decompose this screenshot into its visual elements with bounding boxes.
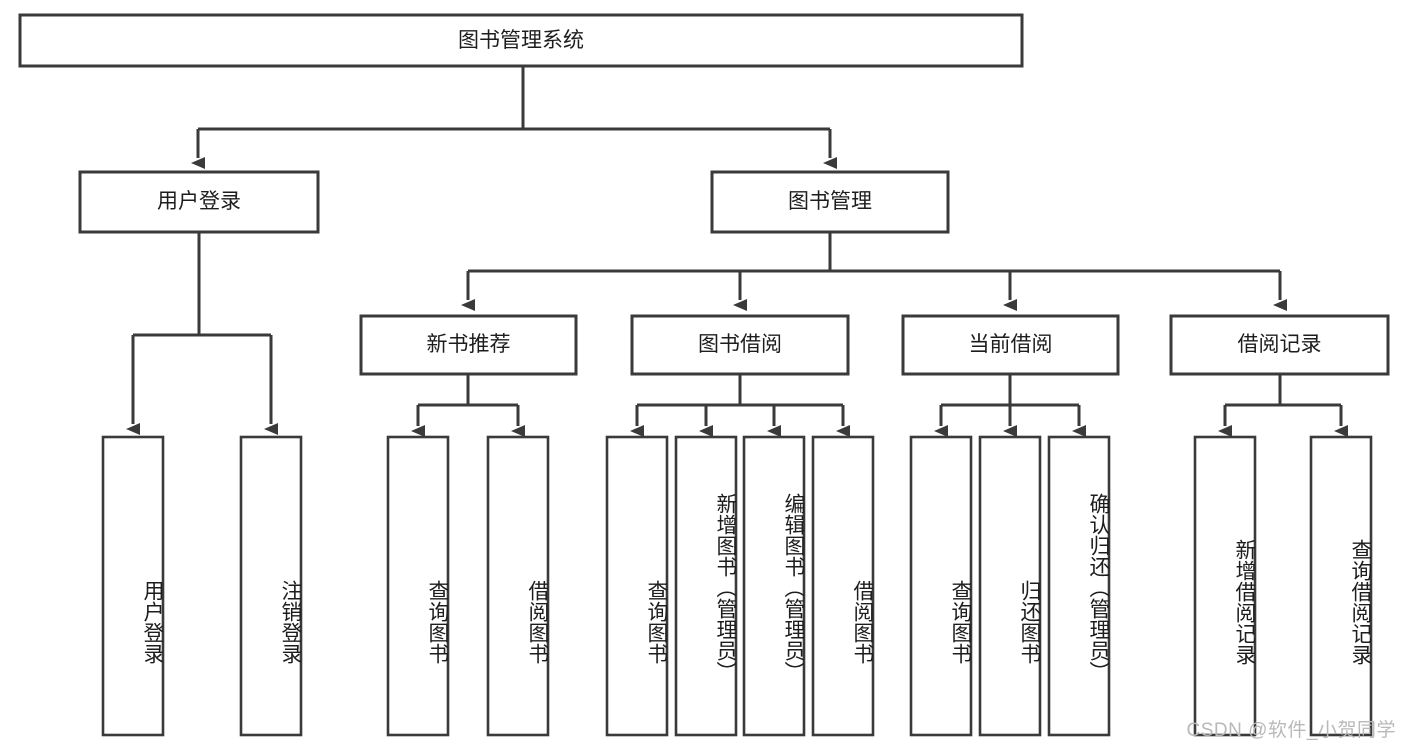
- box-book-manage[interactable]: [710, 170, 950, 234]
- box-leaf-query-book-bb[interactable]: [605, 435, 669, 737]
- watermark-text: CSDN @软件_小贺同学: [1186, 720, 1396, 741]
- box-user-login[interactable]: [78, 170, 320, 234]
- box-leaf-query-book-nbr[interactable]: [386, 435, 450, 737]
- box-leaf-confirm-return-admin[interactable]: [1047, 435, 1111, 737]
- box-leaf-edit-book-admin[interactable]: [742, 435, 806, 737]
- box-leaf-logout[interactable]: [239, 435, 303, 737]
- box-current-borrow[interactable]: [901, 314, 1120, 376]
- box-borrow-record[interactable]: [1169, 314, 1390, 376]
- box-leaf-query-book-cb[interactable]: [909, 435, 973, 737]
- box-root-system[interactable]: [18, 13, 1024, 68]
- box-leaf-query-borrow-record[interactable]: [1309, 435, 1373, 737]
- box-leaf-add-book-admin[interactable]: [674, 435, 738, 737]
- box-leaf-return-book[interactable]: [978, 435, 1042, 737]
- box-book-borrow[interactable]: [630, 314, 850, 376]
- box-new-book-recommend[interactable]: [359, 314, 578, 376]
- box-leaf-add-borrow-record[interactable]: [1193, 435, 1257, 737]
- box-leaf-user-login[interactable]: [101, 435, 165, 737]
- box-leaf-borrow-book-nbr[interactable]: [486, 435, 550, 737]
- box-leaf-borrow-book-bb[interactable]: [811, 435, 875, 737]
